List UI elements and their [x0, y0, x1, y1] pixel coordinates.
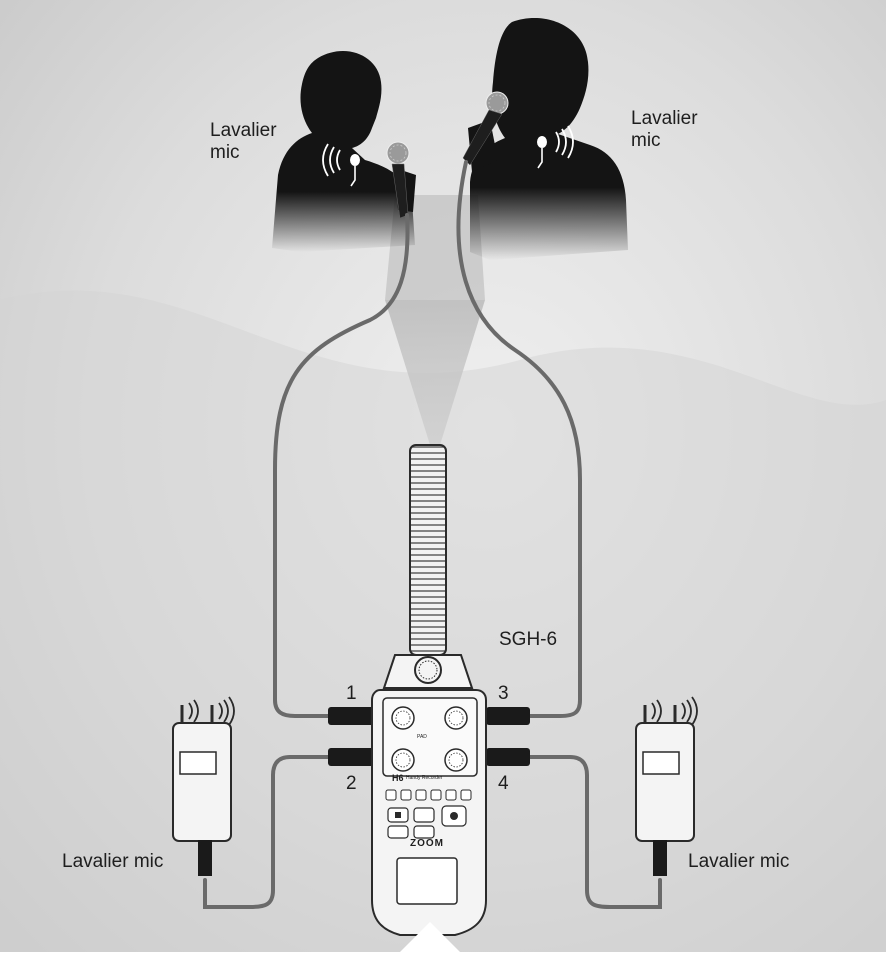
label-lavalier-bottom-left: Lavalier mic [62, 851, 164, 872]
input-number-4: 4 [498, 773, 509, 794]
channel-buttons [385, 789, 472, 801]
xlr-plugs [328, 707, 530, 766]
recorder-model-sub: Handy Recorder [406, 775, 443, 781]
label-lavalier-top-right: Lavalier mic [631, 108, 698, 151]
shotgun-pickup-beam [385, 300, 485, 445]
label-lavalier-bottom-right: Lavalier mic [688, 851, 790, 872]
shotgun-microphone [382, 444, 474, 689]
right-receiver-signal-icon [651, 696, 698, 726]
label-shotgun-mic: SGH-6 [499, 629, 558, 650]
left-wireless-receiver [172, 696, 235, 876]
label-lavalier-top-left: Lavalier mic [210, 120, 277, 163]
cable-input-1 [273, 213, 410, 718]
xlr-plug-1 [328, 707, 376, 725]
recorder-display [396, 857, 458, 905]
left-lavalier-clip-icon [322, 143, 360, 187]
cable-input-2 [203, 755, 332, 909]
recorder-model: H6 [392, 773, 404, 783]
bottom-arrow-indicator [400, 922, 460, 952]
input-number-3: 3 [498, 683, 509, 704]
h6-recorder [371, 689, 487, 936]
cables [203, 160, 662, 909]
recorder-pad-label: PAD [417, 734, 427, 740]
input-number-1: 1 [346, 683, 357, 704]
cable-input-4 [528, 755, 662, 909]
right-lavalier-clip-icon [537, 125, 574, 169]
input-number-2: 2 [346, 773, 357, 794]
left-receiver-signal-icon [188, 696, 235, 726]
right-handheld-mic [462, 91, 509, 166]
recorder-brand: ZOOM [410, 838, 444, 849]
xlr-plug-3 [486, 707, 530, 725]
right-person-silhouette [468, 18, 628, 260]
right-wireless-receiver [635, 696, 698, 876]
xlr-plug-2 [328, 748, 376, 766]
xlr-plug-4 [486, 748, 530, 766]
gain-knobs [391, 706, 468, 772]
cable-input-3 [456, 160, 582, 718]
left-handheld-mic [386, 141, 410, 219]
